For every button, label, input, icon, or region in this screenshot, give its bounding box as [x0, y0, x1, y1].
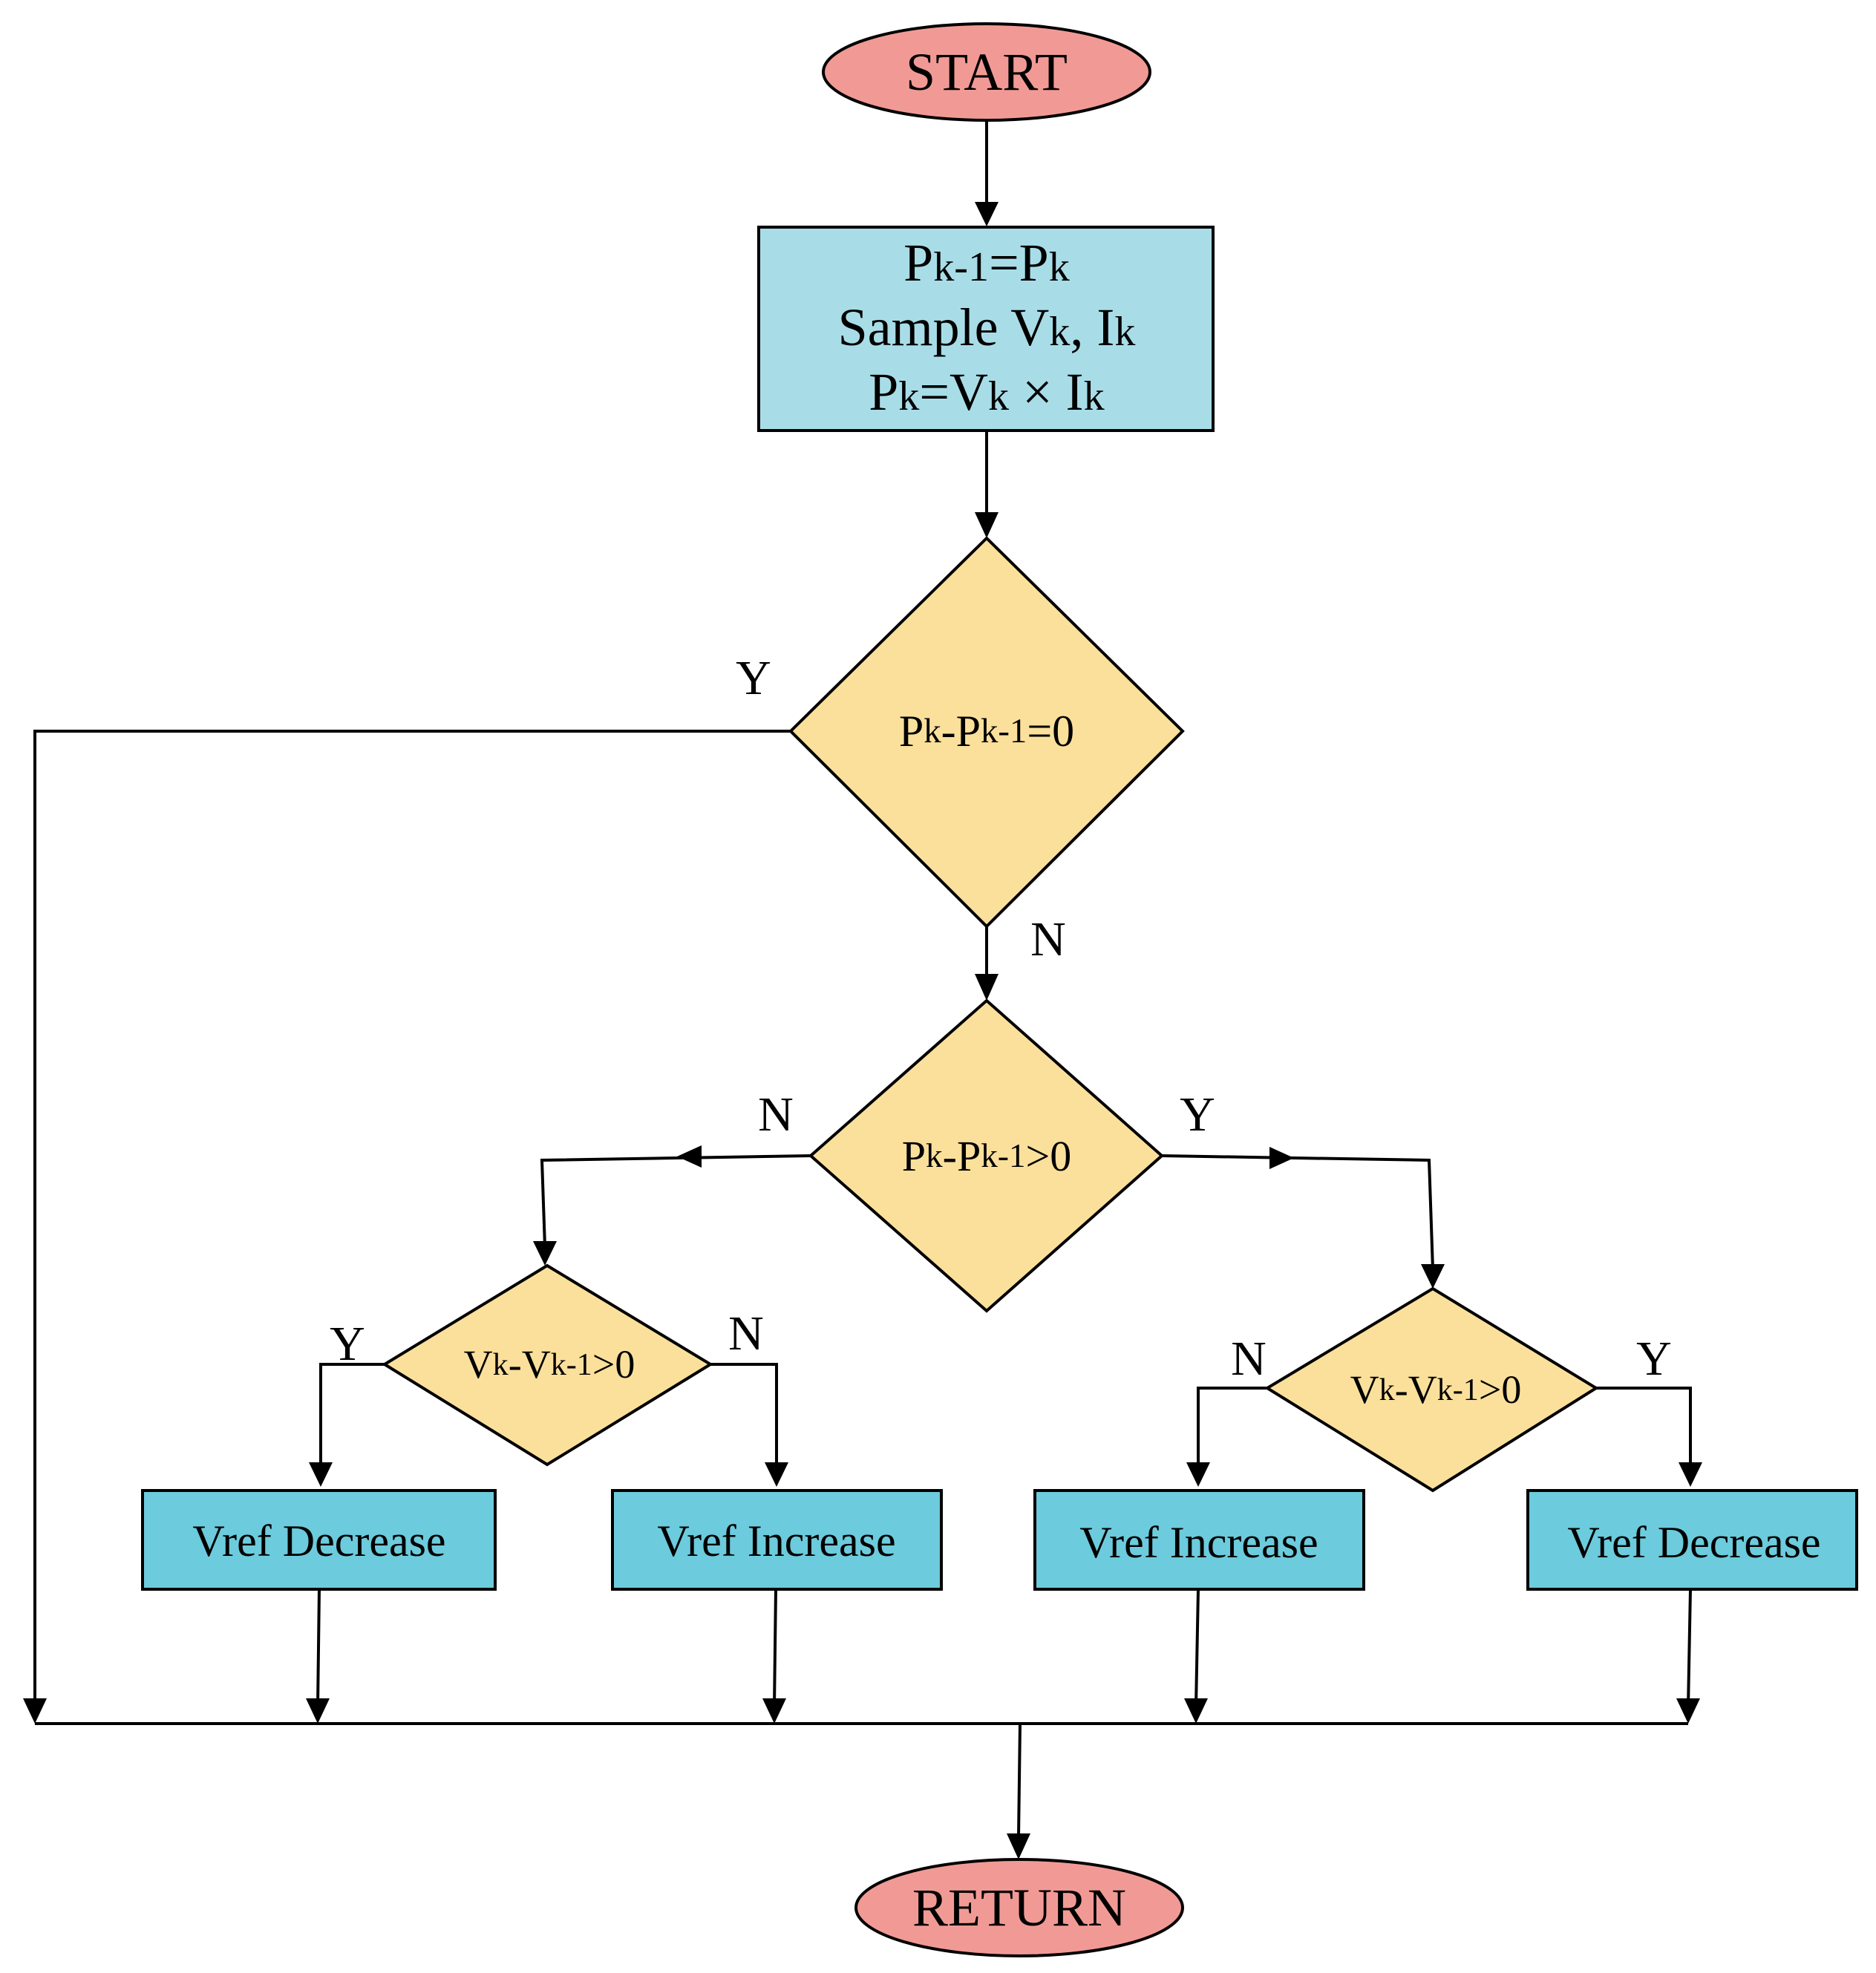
decision-power-equal: Pk-Pk-1=0 Y N [736, 536, 1185, 966]
arrowhead-no-mid [677, 1145, 702, 1168]
action-vref-increase-right: Vref Increase [1033, 1489, 1365, 1591]
action4-rect [1526, 1489, 1858, 1591]
decision2-label: Pk-Pk-1>0 [902, 1132, 1072, 1180]
start-ellipse [822, 22, 1151, 122]
arrowhead-decision2 [975, 974, 999, 1001]
decision-right-no-label: N [1231, 1332, 1267, 1386]
connector-action4-down [1687, 1588, 1692, 1708]
decision-left-yes-label: Y [330, 1317, 365, 1371]
arrowhead-action2 [765, 1462, 788, 1487]
start-terminal: START [822, 22, 1151, 122]
decision-power-increase: Pk-Pk-1>0 N Y [758, 998, 1215, 1313]
connector-right-yes [1596, 1387, 1692, 1468]
decision-right-yes-label: Y [1636, 1332, 1672, 1386]
arrowhead-action3 [1186, 1462, 1210, 1487]
connector-action1-down [316, 1588, 321, 1708]
action-vref-decrease-right: Vref Decrease [1526, 1489, 1858, 1591]
action1-rect [141, 1489, 497, 1591]
connector-decision1-yes [33, 730, 791, 1707]
action3-label: Vref Increase [1079, 1518, 1318, 1567]
action2-rect [611, 1489, 943, 1591]
process-line-1: Pk-1=Pk [903, 233, 1071, 292]
start-label: START [906, 42, 1068, 102]
connector-right-no [1197, 1387, 1267, 1468]
decision2-no-label: N [758, 1087, 794, 1142]
arrowhead-bus-1 [23, 1698, 47, 1724]
action3-rect [1033, 1489, 1365, 1591]
return-ellipse [854, 1858, 1184, 1957]
connector-bus-return [1017, 1723, 1022, 1838]
action2-label: Vref Increase [657, 1516, 895, 1565]
return-terminal: RETURN [854, 1858, 1184, 1957]
connector-action3-down [1194, 1588, 1200, 1708]
connector-action2-down [773, 1588, 777, 1708]
arrowhead-left-decision [533, 1241, 557, 1266]
decision-left-diamond [382, 1263, 713, 1467]
action-vref-decrease-left: Vref Decrease [141, 1489, 497, 1591]
decision-right-diamond [1264, 1286, 1599, 1493]
arrowhead-bus-5 [1676, 1698, 1700, 1724]
decision-left-label: Vk-Vk-1>0 [464, 1342, 635, 1387]
return-label: RETURN [912, 1878, 1126, 1937]
arrowhead-process [975, 202, 999, 226]
process-line-3: Pk=Vk × Ik [869, 362, 1105, 422]
action-vref-increase-left: Vref Increase [611, 1489, 943, 1591]
decision-voltage-left: Vk-Vk-1>0 Y N [330, 1263, 764, 1467]
arrowhead-action4 [1679, 1462, 1702, 1487]
connector-decision2-no [540, 1154, 811, 1248]
action4-label: Vref Decrease [1567, 1518, 1820, 1567]
process-box: Pk-1=Pk Sample Vk, Ik Pk=Vk × Ik [757, 226, 1215, 432]
arrowhead-action1 [309, 1462, 333, 1487]
decision-voltage-right: Vk-Vk-1>0 N Y [1231, 1286, 1672, 1493]
arrowhead-bus-2 [306, 1698, 330, 1724]
arrowhead-return [1007, 1833, 1030, 1859]
decision1-label: Pk-Pk-1=0 [899, 707, 1074, 756]
connector-left-no [710, 1363, 778, 1468]
decision2-yes-label: Y [1180, 1087, 1215, 1142]
arrowheads [23, 202, 1702, 1859]
arrowhead-bus-3 [762, 1698, 786, 1724]
process-line-2: Sample Vk, Ik [838, 298, 1137, 357]
arrowhead-bus-4 [1184, 1698, 1208, 1724]
process-rect [757, 226, 1215, 432]
decision1-no-label: N [1030, 912, 1066, 966]
action1-label: Vref Decrease [192, 1516, 445, 1565]
decision-right-label: Vk-Vk-1>0 [1350, 1367, 1522, 1412]
decision2-diamond [808, 998, 1165, 1313]
arrowhead-decision1 [975, 512, 999, 538]
decision1-diamond [788, 536, 1185, 929]
arrowhead-right-decision [1421, 1264, 1445, 1289]
connector-decision2-yes [1161, 1154, 1434, 1270]
decision-left-no-label: N [728, 1306, 764, 1361]
connector-left-yes [319, 1363, 385, 1468]
decision1-yes-label: Y [736, 651, 771, 705]
arrowhead-yes-mid [1269, 1147, 1294, 1169]
connectors [33, 121, 1692, 1838]
